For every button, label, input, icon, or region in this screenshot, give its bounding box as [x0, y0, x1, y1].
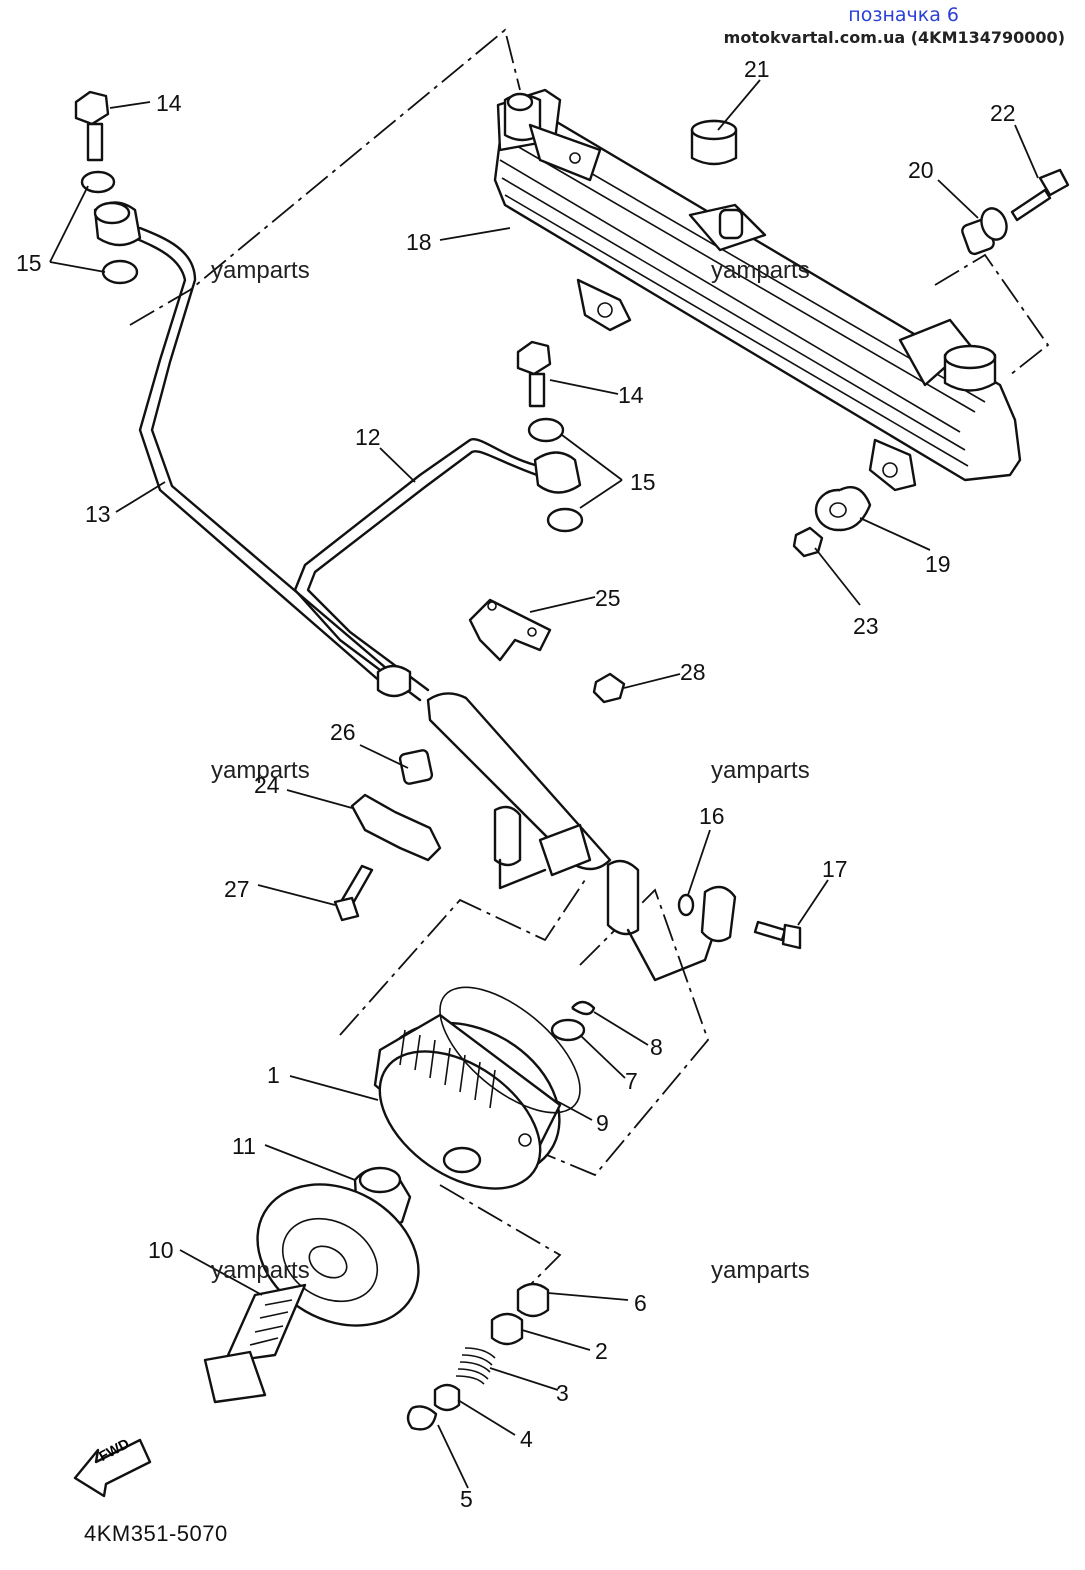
watermark: yamparts — [211, 257, 310, 284]
callout-1: 1 — [267, 1062, 280, 1088]
callout-14-top: 14 — [156, 90, 182, 116]
oring-9-drawing — [439, 986, 581, 1114]
callout-5: 5 — [460, 1486, 473, 1512]
hose-12-drawing — [293, 438, 582, 702]
callout-19: 19 — [925, 551, 951, 577]
bolt-27-drawing — [333, 864, 374, 922]
callout-3: 3 — [556, 1380, 569, 1406]
leader-lines — [49, 79, 1039, 1489]
clamp-24-drawing — [350, 793, 442, 862]
damper-19-drawing — [814, 485, 872, 532]
collar-20-drawing — [961, 207, 1008, 256]
washer-15-mid-drawing — [527, 417, 584, 533]
assembly-line-right — [934, 253, 1050, 376]
oil-filter-10-drawing — [203, 1183, 420, 1404]
assembly-line-bottom — [439, 1184, 562, 1286]
callout-4: 4 — [520, 1426, 533, 1452]
callout-20: 20 — [908, 157, 934, 183]
callout-22: 22 — [990, 100, 1016, 126]
washer-15-top-drawing — [80, 170, 139, 285]
diagram-source: motokvartal.com.ua (4KM134790000) — [723, 28, 1065, 47]
oring-7-drawing — [550, 1018, 586, 1042]
callout-14-mid: 14 — [618, 382, 644, 408]
callout-15-top: 15 — [16, 250, 42, 276]
callout-9: 9 — [596, 1110, 609, 1136]
assembly-line-left-frame — [339, 879, 586, 1036]
nut-28-drawing — [592, 672, 626, 704]
watermark: yamparts — [711, 257, 810, 284]
callout-6: 6 — [634, 1290, 647, 1316]
watermark: yamparts — [711, 1257, 810, 1284]
callout-23: 23 — [853, 613, 879, 639]
clip-8-drawing — [571, 1000, 596, 1016]
assembly-line-top — [129, 28, 521, 326]
hose-joint-drawing — [376, 664, 737, 982]
callout-24: 24 — [254, 772, 280, 798]
callout-8: 8 — [650, 1034, 663, 1060]
callout-17: 17 — [822, 856, 848, 882]
callout-28: 28 — [680, 659, 706, 685]
oil-cooler-drawing — [493, 88, 1022, 492]
oring-16-drawing — [677, 893, 695, 917]
bolt-14-mid-drawing — [516, 340, 552, 408]
bolt-17-drawing — [753, 920, 802, 950]
watermark: yamparts — [211, 757, 310, 784]
callout-18: 18 — [406, 229, 432, 255]
callout-12: 12 — [355, 424, 381, 450]
callout-11: 11 — [232, 1133, 256, 1159]
cap-21-drawing — [690, 119, 738, 166]
callout-26: 26 — [330, 719, 356, 745]
damper-26-drawing — [398, 749, 434, 785]
relief-valve-parts-drawing — [406, 1282, 550, 1431]
callout-21: 21 — [744, 56, 770, 82]
filter-housing-drawing — [373, 1013, 562, 1190]
callout-15-mid: 15 — [630, 469, 656, 495]
diagram-title: позначка 6 — [848, 4, 959, 26]
watermark: yamparts — [211, 1257, 310, 1284]
watermark: yamparts — [711, 757, 810, 784]
fwd-arrow-icon — [73, 1438, 152, 1498]
diagram-code: 4KM351-5070 — [84, 1521, 228, 1546]
callout-2: 2 — [595, 1338, 608, 1364]
callout-7: 7 — [625, 1068, 638, 1094]
callout-10: 10 — [148, 1237, 174, 1263]
bolt-22-drawing — [1010, 168, 1070, 222]
callout-25: 25 — [595, 585, 621, 611]
clamp-25-drawing — [468, 598, 552, 662]
bolt-14-top-drawing — [74, 90, 110, 162]
callout-13: 13 — [85, 501, 111, 527]
callout-16: 16 — [699, 803, 725, 829]
callout-27: 27 — [224, 876, 250, 902]
hose-13-drawing — [93, 201, 402, 692]
